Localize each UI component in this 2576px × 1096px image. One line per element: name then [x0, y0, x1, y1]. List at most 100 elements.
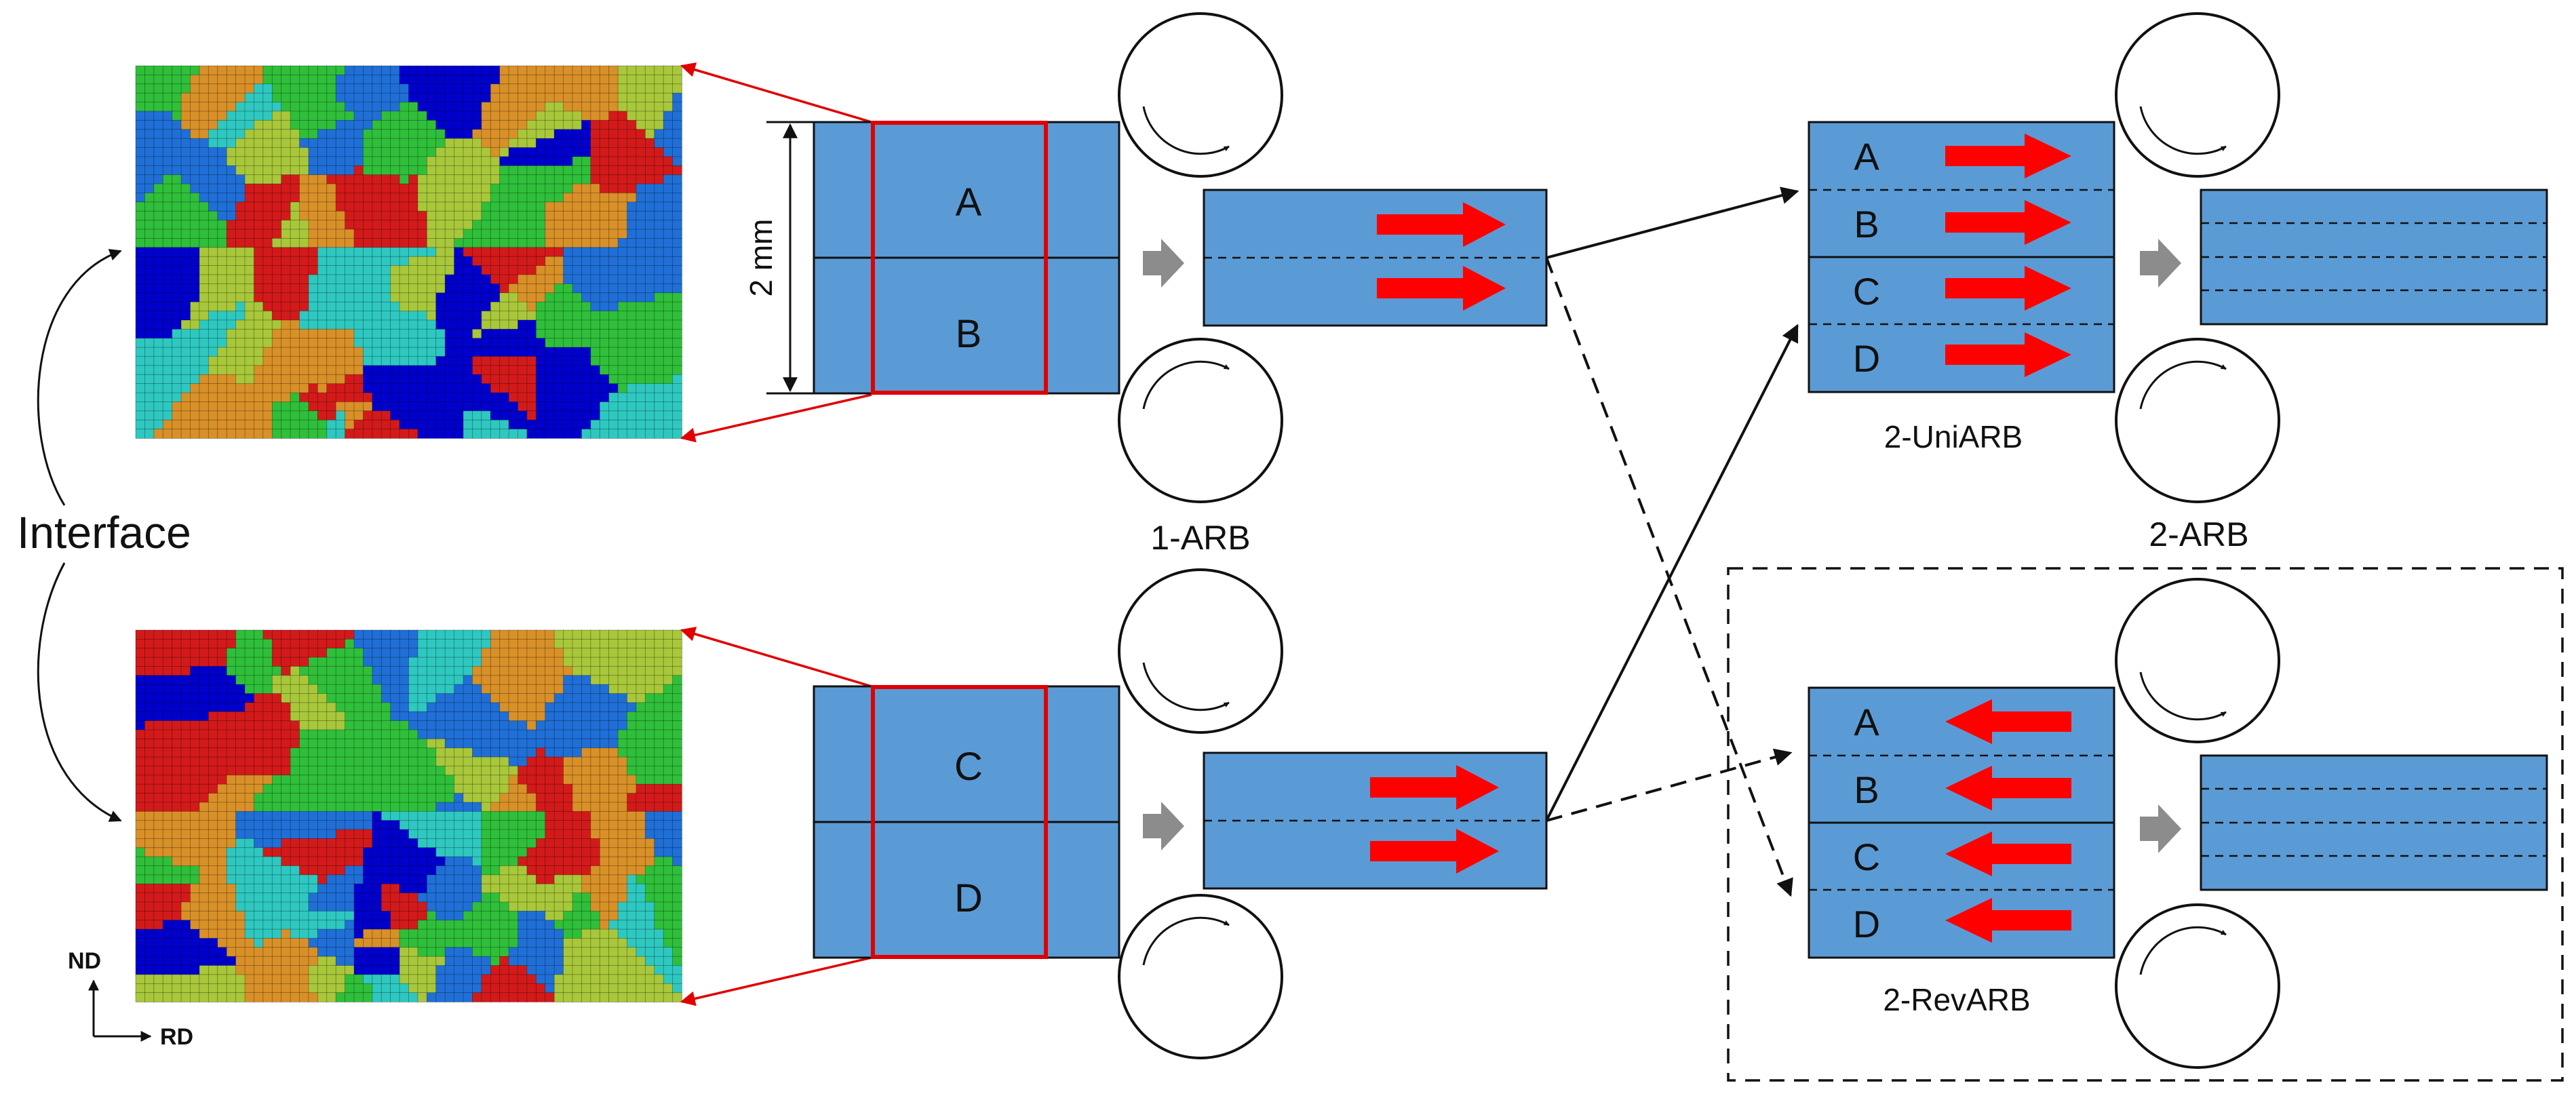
grain-cell	[481, 684, 492, 694]
grain-cell	[299, 865, 309, 876]
grain-cell	[254, 802, 264, 813]
grain-cell	[408, 865, 418, 876]
grain-cell	[399, 147, 410, 157]
grain-cell	[199, 129, 210, 139]
grain-cell	[345, 920, 355, 930]
grain-cell	[254, 711, 264, 722]
grain-cell	[454, 893, 464, 903]
grain-cell	[262, 183, 273, 194]
grain-cell	[599, 111, 610, 121]
grain-cell	[290, 783, 300, 794]
grain-cell	[490, 410, 501, 421]
grain-cell	[162, 956, 173, 966]
grain-cell	[553, 756, 564, 767]
grain-cell	[545, 129, 555, 139]
grain-cell	[526, 83, 537, 94]
grain-cell	[335, 383, 346, 393]
grain-cell	[363, 193, 373, 203]
grain-cell	[244, 648, 255, 658]
grain-cell	[454, 92, 464, 103]
grain-cell	[472, 675, 482, 686]
grain-cell	[417, 974, 428, 985]
grain-cell	[190, 783, 200, 794]
grain-cell	[545, 247, 555, 257]
grain-cell	[380, 210, 391, 221]
grain-cell	[426, 220, 437, 230]
grain-cell	[463, 292, 473, 302]
grain-cell	[526, 283, 537, 294]
grain-cell	[299, 238, 309, 248]
grain-cell	[499, 410, 509, 421]
grain-cell	[472, 383, 482, 393]
grain-cell	[545, 702, 555, 713]
grain-cell	[244, 365, 255, 376]
grain-cell	[454, 956, 464, 966]
grain-cell	[581, 419, 591, 430]
grain-cell	[308, 910, 319, 921]
grain-cell	[444, 83, 455, 94]
grain-cell	[208, 247, 218, 257]
grain-cell	[390, 383, 400, 393]
grain-cell	[672, 883, 682, 894]
grain-cell	[380, 702, 391, 713]
grain-cell	[153, 865, 164, 876]
grain-cell	[590, 810, 601, 821]
grain-cell	[199, 992, 210, 1002]
grain-cell	[190, 383, 200, 393]
grain-cell	[581, 983, 591, 994]
grain-cell	[217, 247, 227, 257]
grain-cell	[535, 629, 546, 640]
grain-cell	[581, 956, 591, 966]
grain-cell	[518, 356, 528, 366]
grain-cell	[599, 638, 610, 649]
grain-cell	[444, 429, 455, 439]
grain-cell	[627, 156, 637, 167]
grain-cell	[608, 638, 619, 649]
grain-cell	[380, 648, 391, 658]
grain-cell	[627, 893, 637, 903]
grain-cell	[208, 648, 218, 658]
grain-cell	[617, 201, 628, 212]
grain-cell	[281, 111, 291, 121]
grain-cell	[290, 702, 300, 713]
grain-cell	[481, 992, 492, 1002]
grain-cell	[390, 119, 400, 130]
grain-cell	[172, 156, 182, 167]
grain-cell	[435, 247, 446, 257]
grain-cell	[435, 720, 446, 730]
grain-cell	[654, 956, 664, 966]
grain-cell	[463, 102, 473, 112]
grain-cell	[226, 311, 237, 321]
grain-cell	[553, 402, 564, 412]
grain-cell	[444, 657, 455, 667]
grain-cell	[180, 111, 191, 121]
grain-cell	[435, 920, 446, 930]
grain-cell	[281, 138, 291, 149]
grain-cell	[199, 956, 210, 966]
grain-cell	[217, 865, 227, 876]
grain-cell	[435, 874, 446, 885]
grain-cell	[581, 947, 591, 957]
grain-cell	[244, 702, 255, 713]
grain-cell	[426, 129, 437, 139]
grain-cell	[226, 648, 237, 658]
grain-cell	[235, 229, 246, 239]
grain-cell	[363, 629, 373, 640]
grain-cell	[190, 901, 200, 912]
grain-cell	[353, 793, 364, 803]
grain-cell	[317, 956, 328, 966]
grain-cell	[454, 429, 464, 439]
grain-cell	[271, 319, 282, 330]
grain-cell	[472, 793, 482, 803]
grain-cell	[326, 183, 336, 194]
grain-cell	[190, 865, 200, 876]
grain-cell	[217, 365, 227, 376]
grain-cell	[590, 893, 601, 903]
grain-cell	[317, 702, 328, 713]
roller-bottom-lower	[1118, 894, 1283, 1059]
grain-cell	[244, 893, 255, 903]
grain-cell	[199, 92, 210, 103]
grain-cell	[627, 965, 637, 975]
grain-cell	[553, 693, 564, 703]
grain-cell	[290, 74, 300, 85]
